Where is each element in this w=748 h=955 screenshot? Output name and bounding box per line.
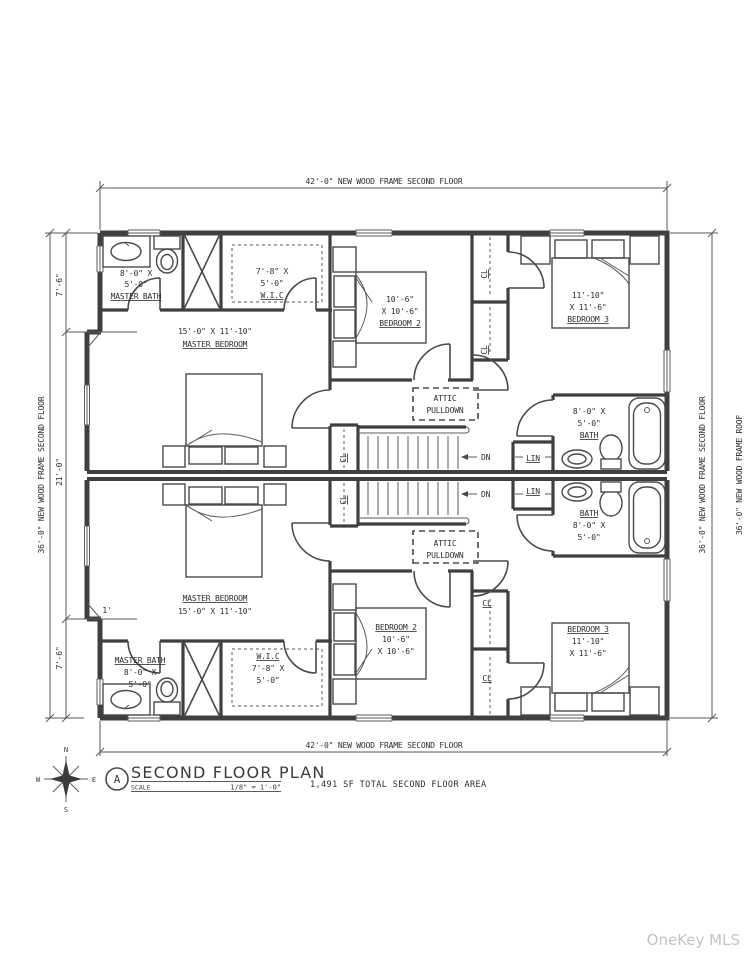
dim-right-outer: 36'-0" NEW WOOD FRAME SECOND FLOOR [698,396,707,553]
bedroom3-name: BEDROOM 3 [567,625,609,634]
dim-bottom: 42'-0" NEW WOOD FRAME SECOND FLOOR [306,741,463,750]
compass-north: N [64,746,68,754]
compass-west: W [36,776,41,784]
compass-rose-icon: N S W E [36,746,96,814]
closet-label: CL [482,599,492,608]
party-wall [87,470,667,481]
attic-line1: ATTIC [433,539,456,548]
wic-dim2: 5'-0" [256,676,279,685]
attic-line2: PULLDOWN [427,406,464,415]
dimension-lines [45,181,718,757]
dim-bay-depth: 1' [102,606,111,615]
bedroom2-dim1: 10'-6" [382,635,410,644]
attic-line2: PULLDOWN [427,551,464,560]
watermark: OneKey MLS [647,931,740,949]
dim-left-seg-top: 7'-6" [55,273,64,296]
attic-line1: ATTIC [433,394,456,403]
master-bedroom-name: MASTER BEDROOM [183,594,248,603]
sheet-title: SECOND FLOOR PLAN [131,763,326,782]
master-bedroom-dims: 15'-0" X 11'-10" [178,327,252,336]
closet-label: CL [480,269,489,279]
dim-right-roof: 36'-0" NEW WOOD FRAME ROOF [735,415,744,535]
unit-top-labels: 8'-0" X 5'-0" MASTER BATH 7'-8" X 5'-0" … [111,267,610,463]
linen-label: LIN [526,454,540,463]
bedroom3-name: BEDROOM 3 [567,315,609,324]
unit-bottom-labels: MASTER BEDROOM 15'-0" X 11'-10" MASTER B… [115,487,610,689]
master-bath-dim1: 8'-0" X [124,668,157,677]
closet-label: CL [339,495,348,505]
bath-name: BATH [580,431,599,440]
dim-left-seg-middle: 21'-0" [55,458,64,486]
bedroom2-name: BEDROOM 2 [375,623,417,632]
master-bedroom-name: MASTER BEDROOM [183,340,248,349]
bath-name: BATH [580,509,599,518]
bedroom3-dim1: 11'-10" [572,637,604,646]
bedroom3-dim2: X 11'-6" [570,303,607,312]
scale-label: SCALE [131,784,151,792]
master-bath-dim2: 5'-0" [128,680,151,689]
bath-dim1: 8'-0" X [573,407,606,416]
bedroom3-dim2: X 11'-6" [570,649,607,658]
bedroom2-dim2: X 10'-6" [378,647,415,656]
master-bedroom-dims: 15'-0" X 11'-10" [178,607,252,616]
wic-dim1: 7'-8" X [252,664,285,673]
master-bath-dim2: 5'-0" [124,280,147,289]
linen-label: LIN [526,487,540,496]
bath-dim2: 5'-0" [577,419,600,428]
stairs-dn-label: DN [481,453,491,462]
wic-name: W.I.C [256,652,279,661]
scale-value: 1/8" = 1'-0" [230,784,281,792]
dim-left-seg-bottom: 7'-6" [55,646,64,669]
wic-name: W.I.C [260,291,283,300]
bath-dim2: 5'-0" [577,533,600,542]
compass-south: S [64,806,68,814]
wic-dim2: 5'-0" [260,279,283,288]
detail-letter: A [114,773,121,786]
dim-top: 42'-0" NEW WOOD FRAME SECOND FLOOR [306,177,463,186]
bedroom3-dim1: 11'-10" [572,291,604,300]
closet-label: CL [482,674,492,683]
title-block: A SECOND FLOOR PLAN SCALE 1/8" = 1'-0" 1… [105,763,487,792]
wic-dim1: 7'-8" X [256,267,289,276]
dim-left-outer: 36'-0" NEW WOOD FRAME SECOND FLOOR [37,396,46,553]
closet-label: CL [480,345,489,355]
bedroom2-name: BEDROOM 2 [379,319,421,328]
master-bath-name: MASTER BATH [115,656,166,665]
detail-bubble [105,767,129,791]
master-bath-dim1: 8'-0" X [120,269,153,278]
compass-east: E [92,776,96,784]
closet-label: CL [339,453,348,463]
bedroom2-dim2: X 10'-6" [382,307,419,316]
area-note: 1,491 SF TOTAL SECOND FLOOR AREA [310,780,487,790]
master-bath-name: MASTER BATH [111,292,162,301]
bedroom2-dim1: 10'-6" [386,295,414,304]
stairs-dn-label: DN [481,490,491,499]
bath-dim1: 8'-0" X [573,521,606,530]
